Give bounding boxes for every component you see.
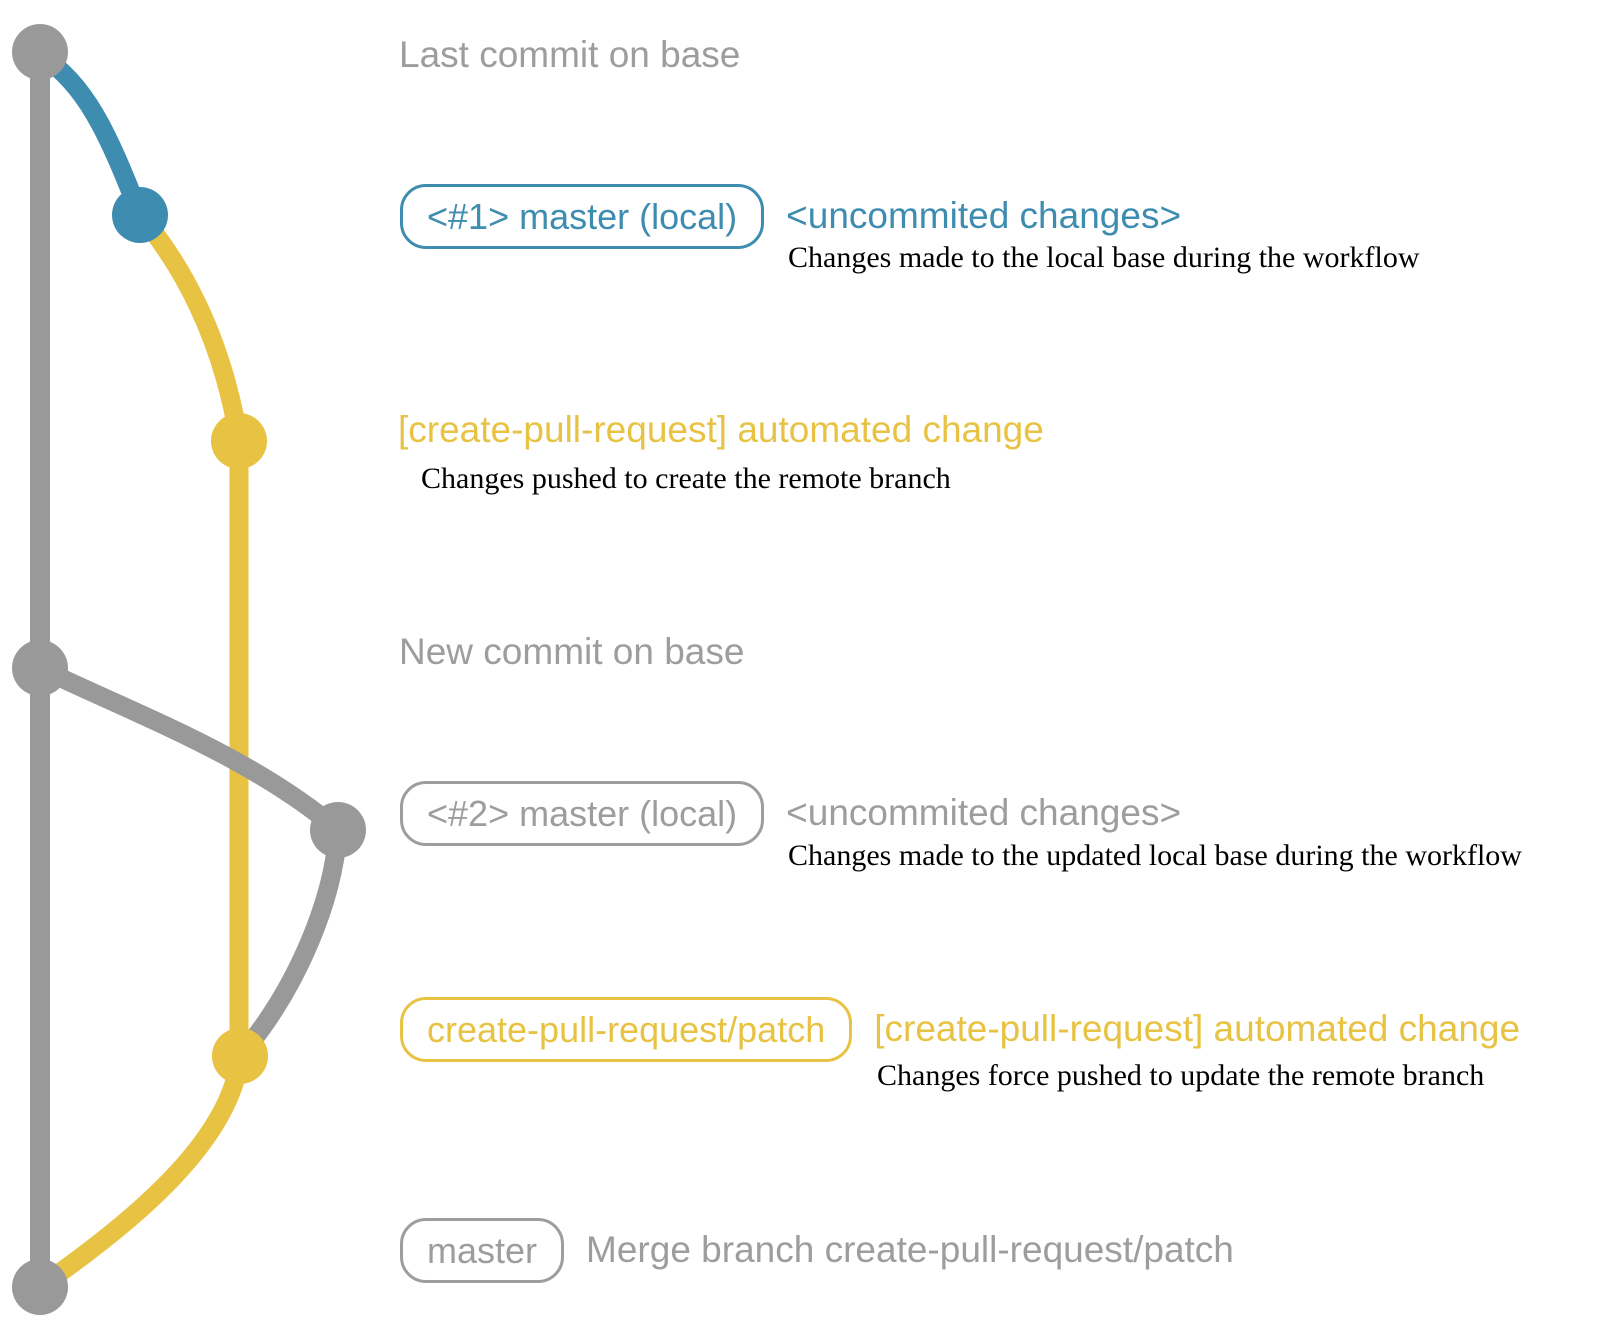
branch-pill-master: master — [400, 1218, 565, 1284]
branch-pill-master-local-1: <#1> master (local) — [400, 184, 765, 250]
local-master2-branch-in-curve — [230, 820, 348, 1066]
caption-automated-1: Changes pushed to create the remote bran… — [421, 462, 951, 495]
commit-dot-automated-1 — [211, 413, 267, 469]
heading-new-commit-on-base: New commit on base — [399, 631, 744, 674]
commit-dot-uncommitted-1 — [112, 187, 168, 243]
commit-dot-last-base — [12, 24, 68, 80]
row-uncommitted-changes-2: <#2> master (local) <uncommited changes> — [400, 781, 1182, 847]
branch-pill-create-pull-request-patch: create-pull-request/patch — [400, 997, 853, 1063]
heading-last-commit-on-base: Last commit on base — [399, 34, 740, 77]
commit-message-uncommitted-2: <uncommited changes> — [786, 792, 1182, 834]
commit-message-automated-1: [create-pull-request] automated change — [398, 409, 1044, 450]
row-automated-change-1: [create-pull-request] automated change — [398, 409, 1044, 452]
local-master2-branch-out-curve — [30, 658, 348, 840]
patch-branch-merge-curve — [30, 1046, 250, 1297]
commit-dot-automated-2 — [212, 1028, 268, 1084]
commit-graph — [12, 24, 366, 1315]
caption-uncommitted-1: Changes made to the local base during th… — [788, 241, 1420, 274]
caption-automated-2: Changes force pushed to update the remot… — [877, 1059, 1485, 1092]
row-merge-commit: master Merge branch create-pull-request/… — [400, 1218, 1234, 1284]
row-automated-change-2: create-pull-request/patch [create-pull-r… — [400, 997, 1521, 1063]
local-master1-branch-curve — [30, 44, 150, 225]
commit-dot-new-base — [12, 640, 68, 696]
commit-message-uncommitted-1: <uncommited changes> — [786, 195, 1182, 237]
patch-branch-curve-top — [130, 205, 249, 451]
branch-pill-master-local-2: <#2> master (local) — [400, 781, 765, 847]
heading-label: Last commit on base — [399, 34, 741, 75]
heading-label: New commit on base — [399, 631, 745, 672]
commit-message-automated-2: [create-pull-request] automated change — [874, 1008, 1521, 1050]
commit-dot-merge — [12, 1259, 68, 1315]
commit-dot-uncommitted-2 — [310, 802, 366, 858]
caption-uncommitted-2: Changes made to the updated local base d… — [788, 839, 1522, 872]
commit-message-merge: Merge branch create-pull-request/patch — [586, 1229, 1234, 1271]
row-uncommitted-changes-1: <#1> master (local) <uncommited changes> — [400, 184, 1182, 250]
